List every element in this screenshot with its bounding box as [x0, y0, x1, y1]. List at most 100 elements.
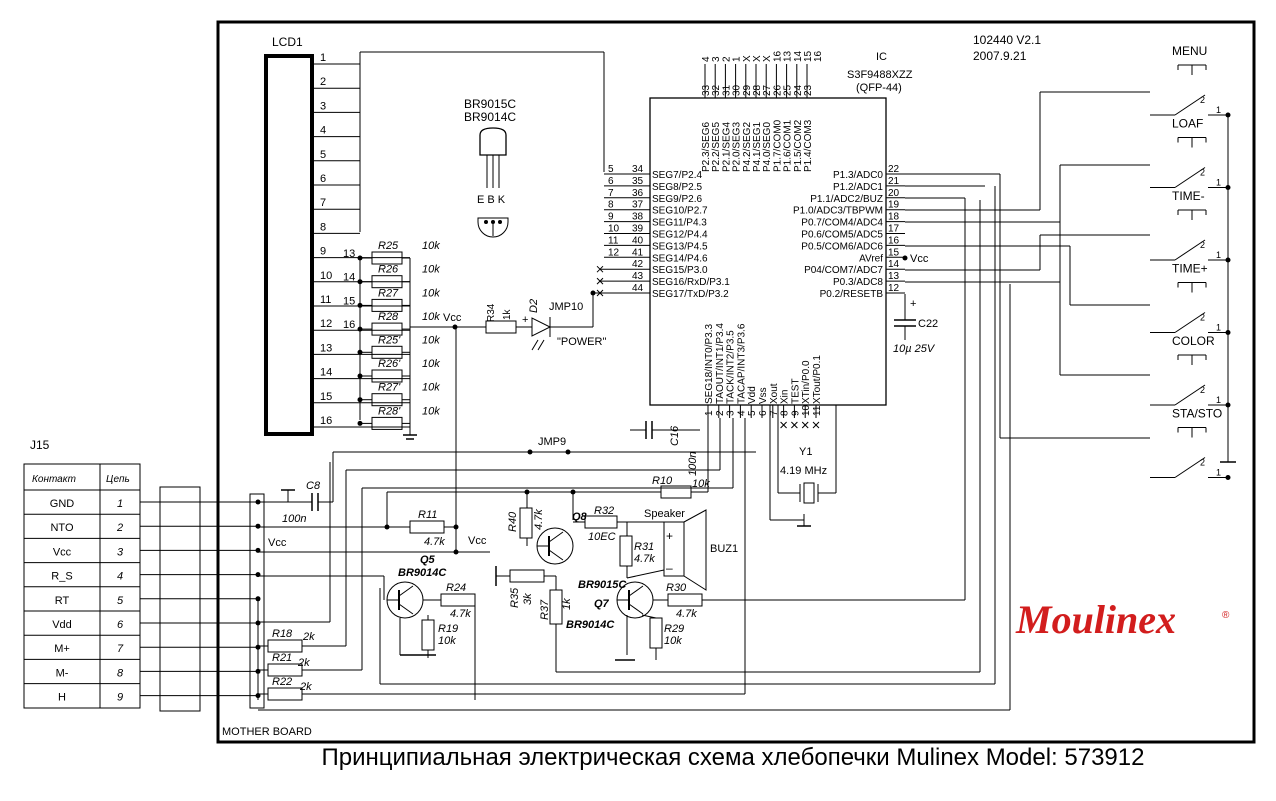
svg-text:2: 2 — [1200, 168, 1205, 178]
svg-text:–: – — [666, 561, 673, 575]
svg-text:R30: R30 — [666, 582, 687, 594]
svg-text:4: 4 — [736, 410, 747, 416]
svg-text:P1.7/COM0: P1.7/COM0 — [772, 119, 783, 172]
resistor-R25-prime: R25'10k — [357, 334, 440, 359]
svg-text:10k: 10k — [664, 635, 682, 647]
svg-text:15: 15 — [343, 295, 355, 307]
svg-text:10: 10 — [608, 224, 620, 235]
lcd-pin-7: 7 — [320, 197, 326, 209]
svg-text:R18: R18 — [272, 628, 293, 640]
svg-text:4.7k: 4.7k — [424, 536, 445, 548]
svg-text:R25: R25 — [378, 240, 399, 252]
d2-label: D2 — [528, 299, 540, 313]
svg-text:R37: R37 — [539, 599, 551, 620]
svg-text:R22: R22 — [272, 676, 292, 688]
resistor-R28-prime: R28'10k — [357, 405, 440, 430]
svg-text:4.7k: 4.7k — [533, 509, 545, 530]
svg-text:R26': R26' — [378, 358, 401, 370]
buz1-name: BUZ1 — [710, 543, 738, 555]
svg-text:9: 9 — [608, 212, 614, 223]
svg-text:15: 15 — [888, 247, 900, 258]
lcd-pin-8: 8 — [320, 221, 326, 233]
resistor-r37: R37 1k — [539, 589, 573, 625]
svg-text:10: 10 — [801, 404, 812, 416]
c22-name: C22 — [918, 318, 938, 330]
svg-text:10k: 10k — [692, 478, 710, 490]
r34-label: R34 — [486, 303, 497, 322]
ic-left-pin-44: SEG17/TxD/P3.2 — [652, 289, 729, 300]
svg-text:4.7k: 4.7k — [634, 553, 655, 565]
svg-text:2: 2 — [715, 410, 726, 416]
lcd-pin-2: 2 — [320, 76, 326, 88]
jmp10-label: JMP10 — [549, 301, 583, 313]
svg-text:R27: R27 — [378, 287, 399, 299]
c22-plus: + — [910, 298, 916, 310]
svg-text:R10: R10 — [652, 475, 673, 487]
svg-text:11: 11 — [812, 405, 823, 416]
lcd-pin-13: 13 — [320, 342, 332, 354]
svg-text:1k: 1k — [561, 598, 573, 610]
lcd-pin-4: 4 — [320, 125, 326, 137]
button-time: TIME-21 — [1150, 189, 1231, 263]
svg-text:12: 12 — [888, 283, 900, 294]
pkg-type-1: BR9015C — [464, 97, 516, 111]
svg-text:+: + — [666, 529, 673, 543]
svg-text:R24: R24 — [446, 582, 466, 594]
svg-text:10EC: 10EC — [588, 531, 616, 543]
moulinex-registered-mark: ® — [1222, 610, 1230, 621]
ic-right-pin-12: P0.2/RESETB — [820, 289, 884, 300]
svg-text:22: 22 — [888, 164, 900, 175]
svg-text:32: 32 — [711, 84, 722, 96]
svg-text:9: 9 — [790, 410, 801, 416]
j15-net-5: 6 — [117, 619, 124, 631]
resistor-R27: R27 10k 15 — [343, 287, 440, 312]
ic-top-num-4: X — [742, 55, 753, 62]
svg-text:P4.1/SEG1: P4.1/SEG1 — [752, 122, 763, 172]
svg-text:R27': R27' — [378, 382, 401, 394]
ic-top-num-6: X — [762, 55, 773, 62]
svg-text:2: 2 — [1200, 95, 1205, 105]
ic-vcc: Vcc — [910, 253, 929, 265]
c16-value: 100n — [687, 452, 699, 476]
svg-text:2k: 2k — [299, 681, 312, 693]
lcd-pin-1: 1 — [320, 52, 326, 64]
j15-net-3: 4 — [117, 571, 123, 583]
ic-top-num-3: 1 — [732, 56, 743, 62]
svg-text:44: 44 — [632, 283, 644, 294]
resistor-r10: R10 10k — [652, 475, 710, 499]
svg-text:14: 14 — [888, 259, 900, 270]
j15-contact-8: H — [58, 692, 66, 704]
pkg-pins: E B K — [477, 194, 506, 206]
svg-text:P1.6/COM1: P1.6/COM1 — [783, 119, 794, 172]
svg-text:10k: 10k — [422, 264, 440, 276]
svg-text:BR9014C: BR9014C — [566, 619, 615, 631]
svg-text:2k: 2k — [297, 657, 310, 669]
board-frame — [216, 20, 1256, 744]
j15-net-2: 3 — [117, 546, 124, 558]
svg-text:R21: R21 — [272, 652, 292, 664]
diagram-caption: Принципиальная электрическая схема хлебо… — [0, 744, 1276, 772]
ic-bottom-pin-9: TEST — [790, 378, 801, 404]
resistor-R27-prime: R27'10k — [357, 382, 440, 407]
j15-contact-1: NTO — [50, 522, 73, 534]
svg-text:7: 7 — [769, 410, 780, 416]
svg-text:R19: R19 — [438, 623, 458, 635]
svg-text:28: 28 — [752, 84, 763, 96]
lcd-pin-3: 3 — [320, 100, 326, 112]
svg-text:10k: 10k — [422, 287, 440, 299]
svg-text:12: 12 — [608, 247, 620, 258]
caption-text: Принципиальная электрическая схема хлебо… — [321, 744, 1145, 771]
lcd-label: LCD1 — [272, 35, 303, 49]
pkg-type-2: BR9014C — [464, 110, 516, 124]
